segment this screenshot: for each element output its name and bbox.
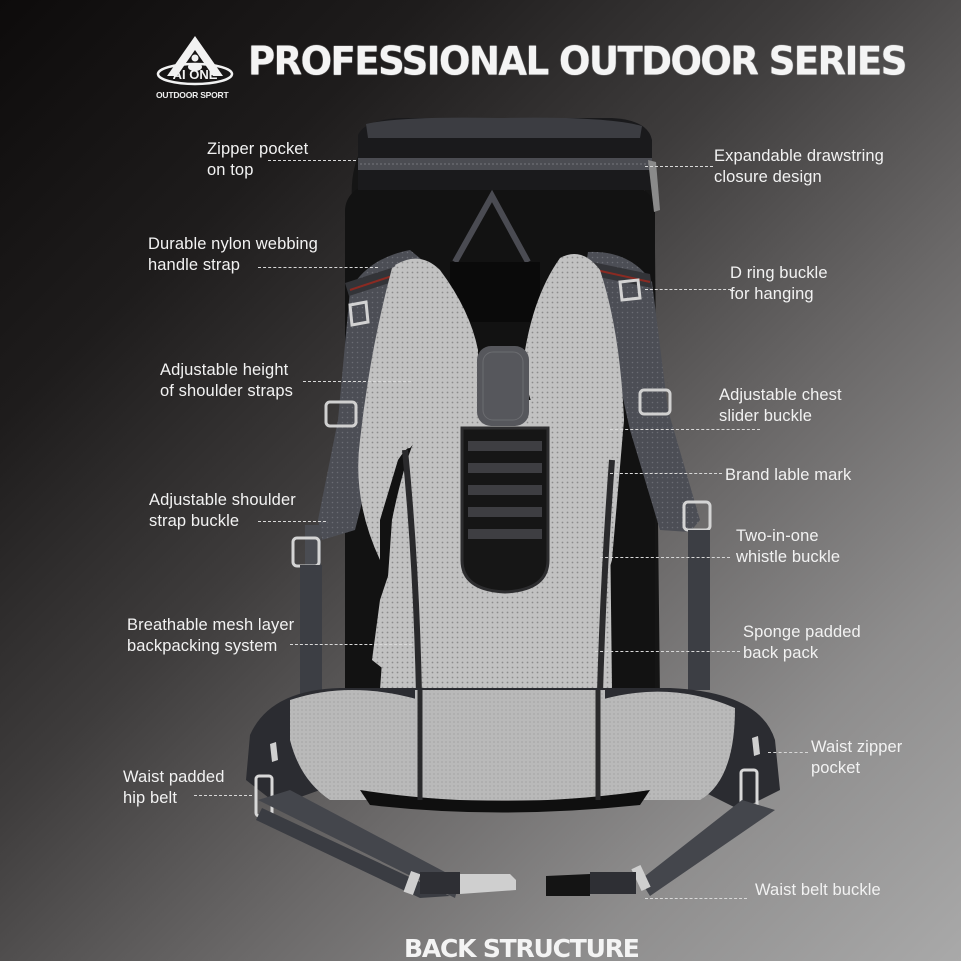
hip-belt [246, 688, 780, 898]
callout-waist-hip-belt: Waist padded hip belt [123, 768, 225, 807]
svg-text:AI ONE: AI ONE [173, 67, 218, 82]
leader-line [600, 557, 730, 558]
callout-waist-belt-buckle: Waist belt buckle [755, 881, 881, 899]
leader-line [258, 521, 326, 522]
callout-breathable-mesh: Breathable mesh layer backpacking system [127, 616, 295, 655]
leader-line [595, 651, 740, 652]
section-title: BACK STRUCTURE [404, 934, 640, 963]
callout-chest-slider-buckle: Adjustable chest slider buckle [719, 386, 842, 425]
brand-logo-icon: AI ONE [156, 36, 234, 86]
leader-line [290, 644, 412, 645]
leader-line [303, 381, 411, 382]
leader-line [610, 429, 760, 430]
page-title: PROFESSIONAL OUTDOOR SERIES [248, 38, 907, 85]
leader-line [645, 289, 731, 290]
callout-waist-zipper-pocket: Waist zipper pocket [811, 738, 903, 777]
callout-d-ring-buckle: D ring buckle for hanging [730, 264, 828, 303]
leader-line [610, 473, 722, 474]
callout-shoulder-strap-buckle: Adjustable shoulder strap buckle [149, 491, 296, 530]
callout-nylon-webbing-handle: Durable nylon webbing handle strap [148, 235, 318, 274]
header: AI ONE OUTDOOR SPORT PROFESSIONAL OUTDOO… [155, 34, 907, 104]
callout-whistle-buckle: Two-in-one whistle buckle [736, 527, 841, 566]
callout-drawstring-closure: Expandable drawstring closure design [714, 147, 884, 186]
leader-line [645, 898, 747, 899]
callout-zipper-pocket-top: Zipper pocket on top [207, 140, 309, 179]
brand-tagline: OUTDOOR SPORT [156, 90, 229, 100]
leader-line [258, 267, 378, 268]
mesh-back-panel [358, 254, 624, 791]
leader-line [268, 160, 356, 161]
callout-sponge-padded: Sponge padded back pack [743, 623, 861, 662]
callout-shoulder-strap-height: Adjustable height of shoulder straps [160, 361, 293, 400]
leader-line [194, 795, 252, 796]
leader-line [645, 166, 713, 167]
leader-line [768, 752, 808, 753]
callout-brand-label: Brand lable mark [725, 466, 852, 484]
